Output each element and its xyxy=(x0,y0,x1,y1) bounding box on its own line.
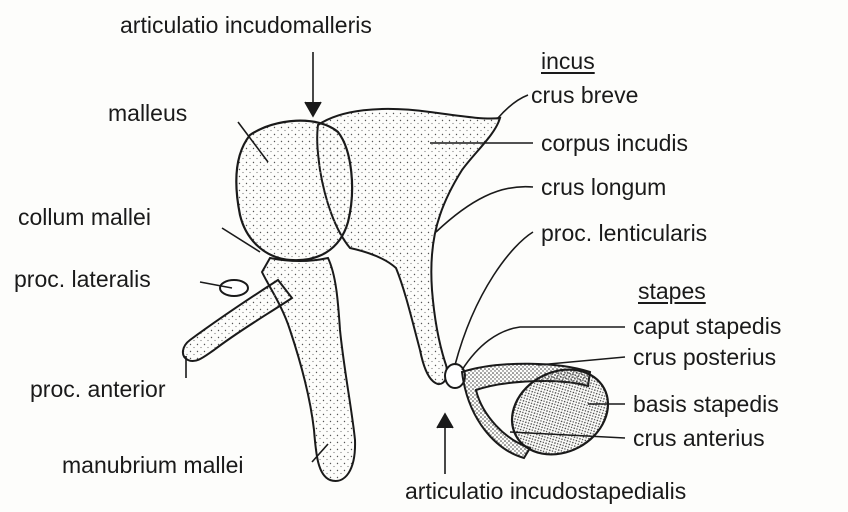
label-proc-anterior: proc. anterior xyxy=(30,378,166,401)
label-articulatio-incudomalleris: articulatio incudomalleris xyxy=(120,14,372,37)
label-proc-lenticularis: proc. lenticularis xyxy=(541,222,707,245)
label-caput-stapedis: caput stapedis xyxy=(633,315,781,338)
label-proc-lateralis: proc. lateralis xyxy=(14,268,151,291)
label-collum-mallei: collum mallei xyxy=(18,206,151,229)
label-manubrium-mallei: manubrium mallei xyxy=(62,454,244,477)
label-crus-breve: crus breve xyxy=(531,84,638,107)
label-incus-header: incus xyxy=(541,50,595,73)
stapes-shape xyxy=(445,353,623,471)
label-basis-stapedis: basis stapedis xyxy=(633,393,779,416)
label-malleus: malleus xyxy=(108,102,187,125)
label-crus-longum: crus longum xyxy=(541,176,666,199)
label-stapes-header: stapes xyxy=(638,280,706,303)
label-articulatio-incudostapedialis: articulatio incudostapedialis xyxy=(405,480,686,503)
label-corpus-incudis: corpus incudis xyxy=(541,132,688,155)
label-crus-posterius: crus posterius xyxy=(633,346,776,369)
label-crus-anterius: crus anterius xyxy=(633,427,765,450)
proc-anterior-shape xyxy=(183,280,292,361)
